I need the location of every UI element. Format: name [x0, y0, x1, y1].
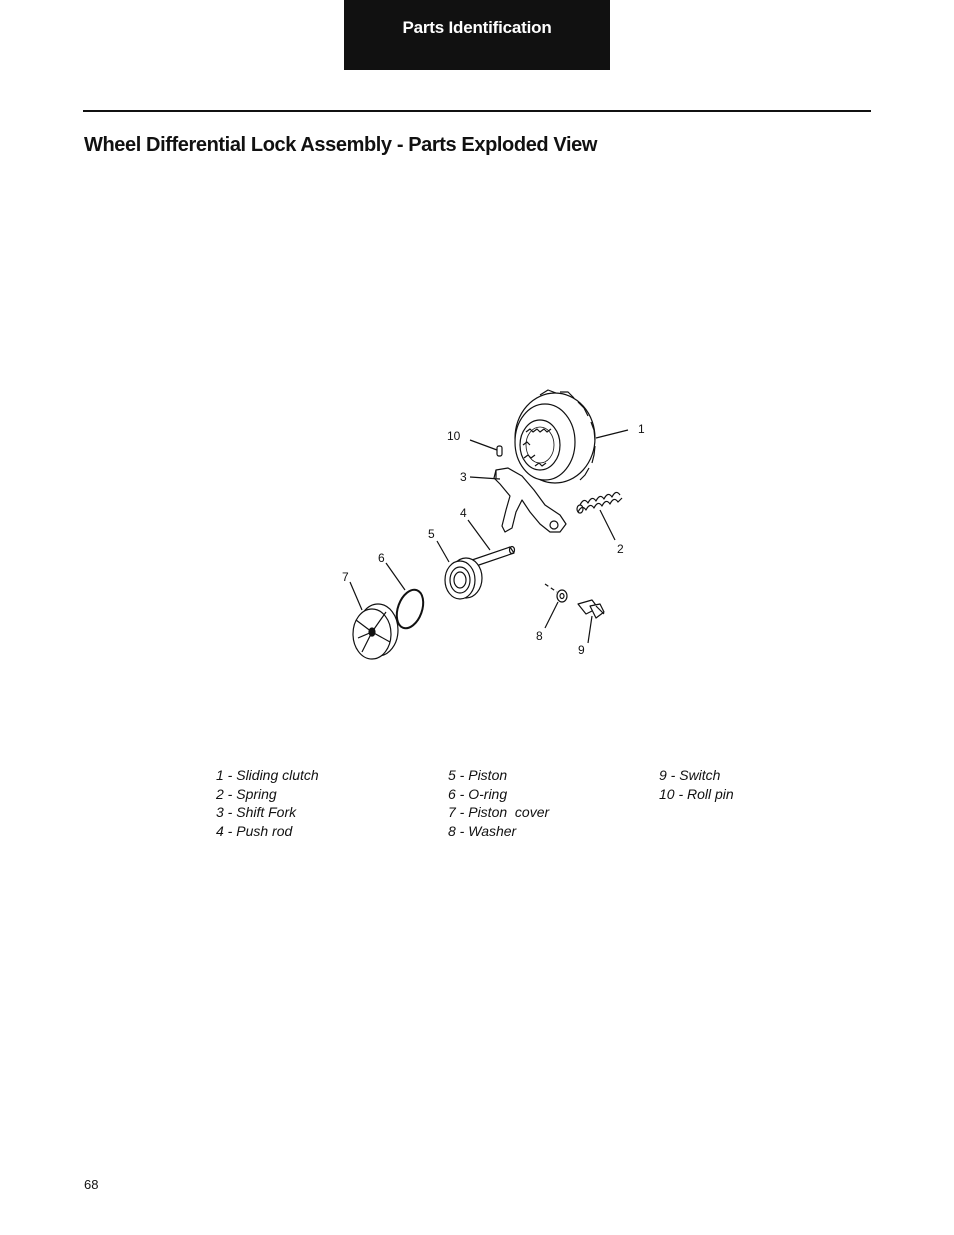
- callout-5: 5: [428, 527, 435, 541]
- legend-item: 6 - O-ring: [448, 785, 508, 802]
- leader-line-5: [436, 540, 450, 563]
- roll-pin-part: [496, 445, 503, 457]
- exploded-view-diagram: 1 2 3 4 5 6 7 8 9 10: [330, 380, 660, 670]
- shift-fork-part: [493, 467, 567, 533]
- legend-item: 1 - Sliding clutch: [216, 767, 319, 783]
- section-tab: Parts Identification: [344, 0, 610, 70]
- sliding-clutch-part: [514, 389, 596, 484]
- leader-line-10: [469, 439, 498, 451]
- leader-line-8: [544, 601, 559, 629]
- o-ring-part: [395, 588, 425, 630]
- callout-2: 2: [617, 542, 624, 556]
- callout-10: 10: [447, 429, 461, 443]
- push-rod-part: [471, 545, 516, 567]
- page-title: Wheel Differential Lock Assembly - Parts…: [84, 134, 597, 156]
- leader-line-3: [469, 476, 501, 480]
- leader-line-2: [599, 509, 616, 541]
- leader-line-1: [595, 429, 629, 439]
- piston-part: [444, 557, 483, 600]
- callout-8: 8: [536, 629, 543, 643]
- switch-part: [577, 599, 605, 619]
- callout-7: 7: [342, 570, 349, 584]
- legend-item: 4 - Push rod: [216, 823, 293, 840]
- leader-line-7: [349, 581, 363, 611]
- leader-line-4: [467, 519, 491, 551]
- legend-column-2: 5 - Piston 6 - O-ring 7 - Piston cover 8…: [448, 766, 549, 841]
- legend-column-1: 1 - Sliding clutch 2 - Spring 3 - Shift …: [216, 766, 319, 841]
- legend-item: 10 - Roll pin: [659, 785, 734, 802]
- header-divider: [83, 110, 871, 112]
- spring-part: [576, 491, 623, 514]
- legend-item: 7 - Piston cover: [448, 804, 550, 821]
- callout-1: 1: [638, 422, 645, 436]
- page-number: 68: [84, 1177, 99, 1192]
- callout-6: 6: [378, 551, 385, 565]
- legend-item: 5 - Piston: [448, 767, 508, 783]
- legend-column-3: 9 - Switch 10 - Roll pin: [659, 766, 734, 803]
- legend-item: 9 - Switch: [659, 767, 721, 783]
- piston-cover-part: [352, 603, 399, 660]
- legend-item: 2 - Spring: [216, 785, 277, 802]
- leader-line-6: [385, 562, 406, 591]
- callout-3: 3: [460, 470, 467, 484]
- washer-part: [556, 589, 568, 603]
- callout-9: 9: [578, 643, 585, 657]
- callout-4: 4: [460, 506, 467, 520]
- leader-line-9: [587, 615, 593, 644]
- legend-item: 8 - Washer: [448, 823, 517, 840]
- legend-item: 3 - Shift Fork: [216, 804, 297, 821]
